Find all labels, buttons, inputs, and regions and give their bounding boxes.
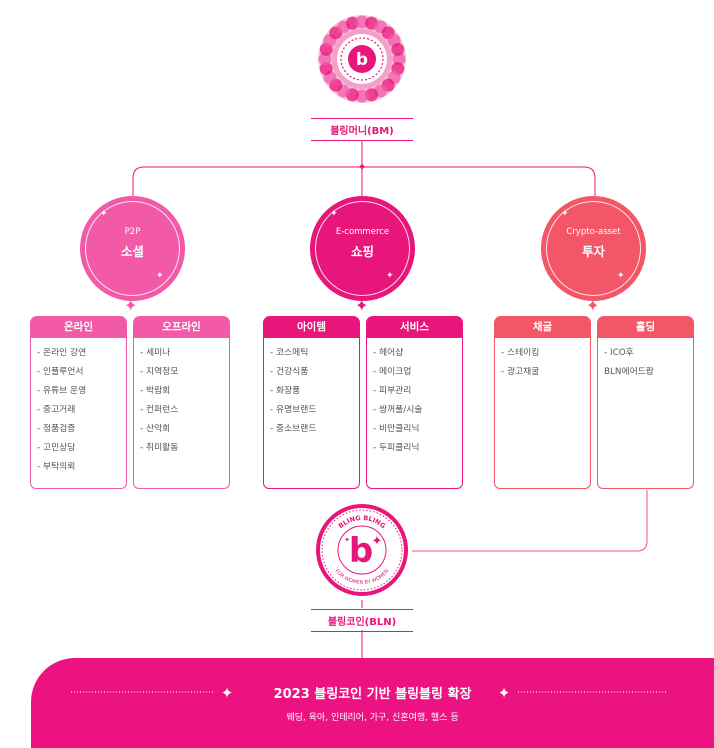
sparkle-icon: ✦	[330, 209, 338, 219]
svg-text:✦: ✦	[372, 534, 383, 549]
list-item: - 유튜브 운영	[37, 386, 87, 396]
list-item: - 산악회	[140, 424, 171, 434]
category-main: 쇼핑	[350, 244, 374, 259]
column-box-holding: - ICO후 BLN에어드랍	[597, 338, 694, 489]
category-main: 소셜	[120, 244, 144, 259]
star-icon: ✦	[586, 296, 600, 315]
list-item: - 정품검증	[37, 424, 76, 434]
list-item: - 비만클리닉	[373, 424, 420, 434]
column-header-item: 아이템	[263, 316, 360, 338]
expansion-banner: ✦ ✦ 2023 블링코인 기반 블링블링 확장 웨딩, 육아, 인테리어, 가…	[31, 658, 714, 748]
category-sub: P2P	[124, 227, 141, 237]
sparkle-icon: ✦	[561, 209, 569, 219]
column-header-service: 서비스	[366, 316, 463, 338]
top-label: 블링머니(BM)	[311, 118, 413, 141]
list-item: - 쌍꺼풀/시술	[373, 405, 423, 415]
column-box-service: - 헤어샵 - 메이크업 - 피부관리 - 쌍꺼풀/시술 - 비만클리닉 - 두피클리닉	[366, 338, 463, 489]
svg-text:b: b	[349, 531, 373, 571]
list-item: - 중고거래	[37, 405, 76, 415]
star-icon: ✦	[124, 296, 138, 315]
list-item: BLN에어드랍	[604, 367, 654, 377]
list-item: - 온라인 강연	[37, 348, 87, 358]
list-item: - ICO후	[604, 348, 634, 358]
svg-text:b: b	[356, 50, 368, 70]
column-box-online: - 온라인 강연 - 인플루언서 - 유튜브 운영 - 중고거래 - 정품검증 - 고민상…	[30, 338, 127, 489]
list-item: - 지역정모	[140, 367, 179, 377]
sparkle-icon: ✦	[100, 209, 108, 219]
bling-money-logo-icon: b	[318, 15, 406, 103]
bling-coin-logo-icon: BLING BLING FOR WOMEN BY WOMEN b ✦ ✦	[316, 504, 408, 596]
svg-text:✦: ✦	[344, 536, 350, 544]
category-main: 투자	[581, 244, 605, 259]
list-item: - 광고채굴	[501, 367, 540, 377]
list-item: - 컨퍼런스	[140, 405, 179, 415]
list-item: - 중소브랜드	[270, 424, 317, 434]
category-sub: E-commerce	[335, 227, 390, 237]
column-header-holding: 홀딩	[597, 316, 694, 338]
category-sub: Crypto-asset	[566, 227, 621, 237]
svg-text:✦: ✦	[221, 684, 234, 702]
list-item: - 고민상담	[37, 443, 76, 453]
list-item: - 두피클리닉	[373, 443, 420, 453]
sparkle-icon: ✦	[386, 271, 394, 281]
list-item: - 메이크업	[373, 367, 412, 377]
list-item: - 코스메틱	[270, 348, 309, 358]
sparkle-icon: ✦	[617, 271, 625, 281]
column-box-item: - 코스메틱 - 건강식품 - 화장품 - 유명브랜드 - 중소브랜드	[263, 338, 360, 489]
category-circle-social: P2P 소셜 ✦ ✦	[80, 196, 185, 301]
list-item: - 취미활동	[140, 443, 179, 453]
sparkle-icon: ✦	[156, 271, 164, 281]
list-item: - 피부관리	[373, 386, 412, 396]
category-circle-investment: Crypto-asset 투자 ✦ ✦	[541, 196, 646, 301]
list-item: - 인플루언서	[37, 367, 84, 377]
svg-text:✦: ✦	[357, 160, 367, 174]
star-icon: ✦	[355, 296, 369, 315]
banner-subtitle: 웨딩, 육아, 인테리어, 가구, 신혼여행, 헬스 등	[286, 713, 459, 723]
category-circle-shopping: E-commerce 쇼핑 ✦ ✦	[310, 196, 415, 301]
list-item: - 스테이킹	[501, 348, 540, 358]
list-item: - 화장품	[270, 386, 301, 396]
column-header-mining: 채굴	[494, 316, 591, 338]
svg-text:✦: ✦	[498, 684, 511, 702]
banner-title: 2023 블링코인 기반 블링블링 확장	[273, 687, 472, 702]
list-item: - 부탁의뢰	[37, 462, 76, 472]
column-header-offline: 오프라인	[133, 316, 230, 338]
banner-decoration: ✦ ✦	[71, 684, 666, 702]
column-header-online: 온라인	[30, 316, 127, 338]
list-item: - 박람회	[140, 386, 171, 396]
list-item: - 헤어샵	[373, 348, 404, 358]
column-box-offline: - 세미나 - 지역정모 - 박람회 - 컨퍼런스 - 산악회 - 취미활동	[133, 338, 230, 489]
list-item: - 건강식품	[270, 367, 309, 377]
list-item: - 유명브랜드	[270, 405, 317, 415]
column-box-mining: - 스테이킹 - 광고채굴	[494, 338, 591, 489]
coin-label: 블링코인(BLN)	[311, 609, 413, 632]
list-item: - 세미나	[140, 348, 171, 358]
